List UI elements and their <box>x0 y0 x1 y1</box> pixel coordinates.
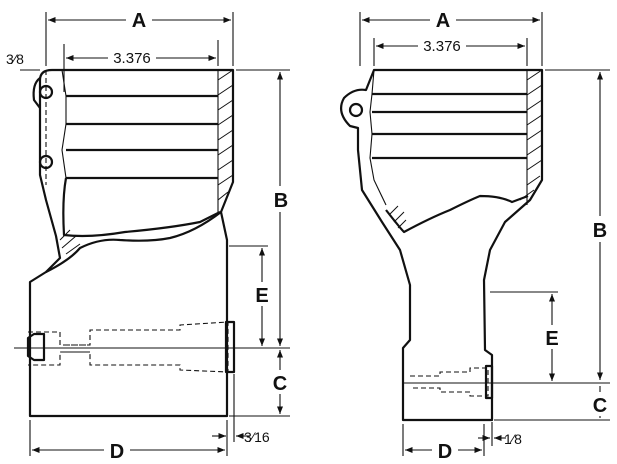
left-dim-bore-label: 3.376 <box>113 50 151 67</box>
left-body-outline <box>28 68 235 418</box>
right-dim-d-label: D <box>438 441 452 463</box>
left-dim-3-8-label: 3⁄8 <box>6 51 24 67</box>
left-dim-b-label: B <box>274 190 288 212</box>
right-hatch-wall <box>519 69 543 201</box>
left-dim-3-16-label: 3⁄16 <box>244 429 270 445</box>
right-dim-1-8-label: 1⁄8 <box>504 431 522 447</box>
right-hidden-bolt <box>404 364 496 400</box>
left-hidden-bolt <box>14 320 240 374</box>
left-dim-d-label: D <box>110 441 124 463</box>
right-dim-a-label: A <box>436 10 450 32</box>
right-dim-bore-label: 3.376 <box>423 38 461 55</box>
right-mount-hole <box>348 102 364 118</box>
right-dim-b-label: B <box>593 220 607 242</box>
right-view: A 3.376 B E C D 1⁄8 <box>339 8 614 463</box>
right-body-outline <box>339 68 544 422</box>
left-view: A 3.376 3⁄8 B E C D <box>6 8 294 463</box>
left-hatch-wall <box>217 69 234 201</box>
left-dim-a-label: A <box>132 10 146 32</box>
right-dim-e-label: E <box>545 328 558 350</box>
left-dim-e-label: E <box>255 285 268 307</box>
right-dim-c-label: C <box>593 395 607 417</box>
left-dim-c-label: C <box>273 373 287 395</box>
